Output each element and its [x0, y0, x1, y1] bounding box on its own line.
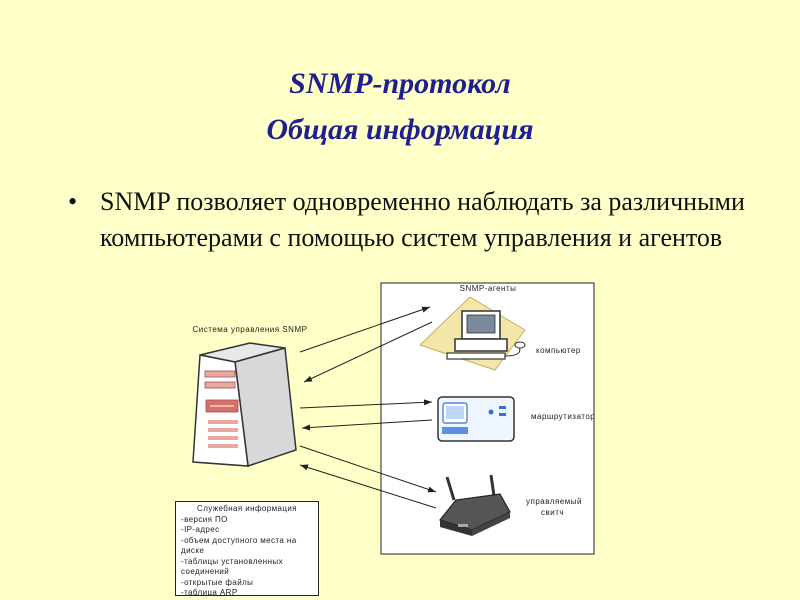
info-box-header: Служебная информация: [197, 504, 297, 513]
router-label: маршрутизатор: [531, 412, 595, 421]
bullet-point: • SNMP позволяет одновременно наблюдать …: [68, 184, 748, 256]
computer-icon: [419, 296, 526, 371]
slide-title: SNMP-протокол: [289, 67, 511, 100]
info-item: -таблица ARP: [181, 588, 238, 596]
switch-label-line1: управляемый: [526, 497, 582, 506]
router-icon: [437, 396, 515, 442]
manager-label: Система управления SNMP: [193, 325, 308, 334]
agents-label: SNMP-агенты: [460, 284, 517, 293]
service-info-box: Служебная информация -версия ПО -IP-адре…: [175, 501, 319, 596]
slide-subtitle: Общая информация: [266, 113, 534, 146]
info-item: -таблицы установленных соединений: [181, 556, 283, 577]
server-icon: [192, 342, 297, 468]
switch-label-line2: свитч: [541, 508, 564, 517]
computer-label: компьютер: [536, 346, 581, 355]
response-arrow-switch: [299, 464, 437, 509]
response-arrow-router: [301, 419, 433, 431]
info-item: -открытые файлы: [181, 577, 254, 587]
bullet-text: SNMP позволяет одновременно наблюдать за…: [100, 187, 745, 252]
info-item: -IP-адрес: [181, 525, 220, 534]
bullet-dot: •: [68, 187, 78, 216]
info-item: -версия ПО: [181, 514, 228, 524]
request-arrow-router: [299, 399, 433, 409]
request-arrow-switch: [299, 445, 437, 493]
switch-icon: [438, 474, 511, 536]
request-arrow-computer: [299, 306, 431, 353]
info-item: -объем доступного места на диске: [181, 535, 297, 556]
response-arrow-computer: [303, 321, 433, 383]
